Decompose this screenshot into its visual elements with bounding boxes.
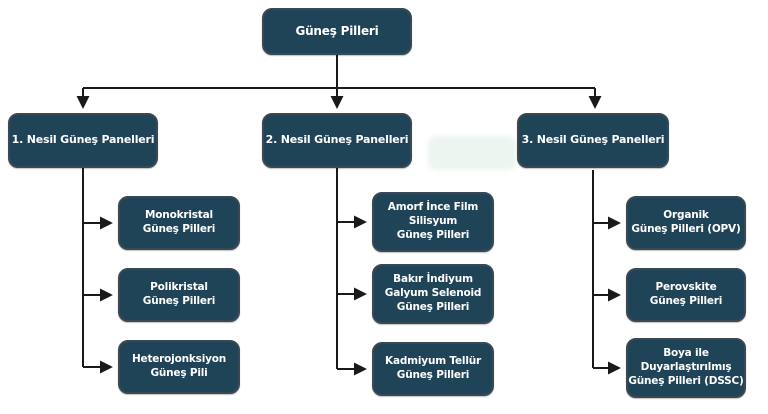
- node-monokristal-label: Monokristal Güneş Pilleri: [142, 209, 216, 235]
- node-root: Güneş Pilleri: [262, 8, 412, 55]
- node-dssc: Boya ile Duyarlaştırılmış Güneş Pilleri …: [626, 338, 746, 398]
- node-generation-3-label: 3. Nesil Güneş Panelleri: [521, 133, 665, 147]
- node-root-label: Güneş Pilleri: [295, 23, 379, 38]
- node-heterojonksiyon: Heterojonksiyon Güneş Pili: [118, 340, 240, 394]
- node-polikristal-label: Polikristal Güneş Pilleri: [142, 281, 216, 307]
- node-generation-2-label: 2. Nesil Güneş Panelleri: [265, 133, 409, 147]
- node-amorf-ince-film-label: Amorf İnce Film Silisyum Güneş Pilleri: [387, 201, 479, 241]
- node-bakir-indiyum-label: Bakır İndiyum Galyum Selenoid Güneş Pill…: [384, 273, 482, 313]
- node-polikristal: Polikristal Güneş Pilleri: [118, 268, 240, 322]
- node-bakir-indiyum: Bakır İndiyum Galyum Selenoid Güneş Pill…: [372, 264, 494, 324]
- node-heterojonksiyon-label: Heterojonksiyon Güneş Pili: [131, 353, 227, 379]
- node-generation-1-label: 1. Nesil Güneş Panelleri: [11, 133, 155, 147]
- node-generation-1: 1. Nesil Güneş Panelleri: [8, 113, 158, 168]
- watermark: [428, 136, 516, 170]
- node-kadmiyum-tellur-label: Kadmiyum Tellür Güneş Pilleri: [385, 355, 481, 381]
- node-perovskite-label: Perovskite Güneş Pilleri: [649, 281, 723, 307]
- node-monokristal: Monokristal Güneş Pilleri: [118, 196, 240, 250]
- node-organik-opv-label: Organik Güneş Pilleri (OPV): [631, 209, 741, 235]
- node-kadmiyum-tellur: Kadmiyum Tellür Güneş Pilleri: [372, 342, 494, 396]
- node-generation-2: 2. Nesil Güneş Panelleri: [262, 113, 412, 168]
- node-perovskite: Perovskite Güneş Pilleri: [626, 268, 746, 322]
- node-organik-opv: Organik Güneş Pilleri (OPV): [626, 196, 746, 250]
- node-amorf-ince-film: Amorf İnce Film Silisyum Güneş Pilleri: [372, 192, 494, 252]
- node-generation-3: 3. Nesil Güneş Panelleri: [517, 113, 669, 168]
- node-dssc-label: Boya ile Duyarlaştırılmış Güneş Pilleri …: [628, 347, 744, 387]
